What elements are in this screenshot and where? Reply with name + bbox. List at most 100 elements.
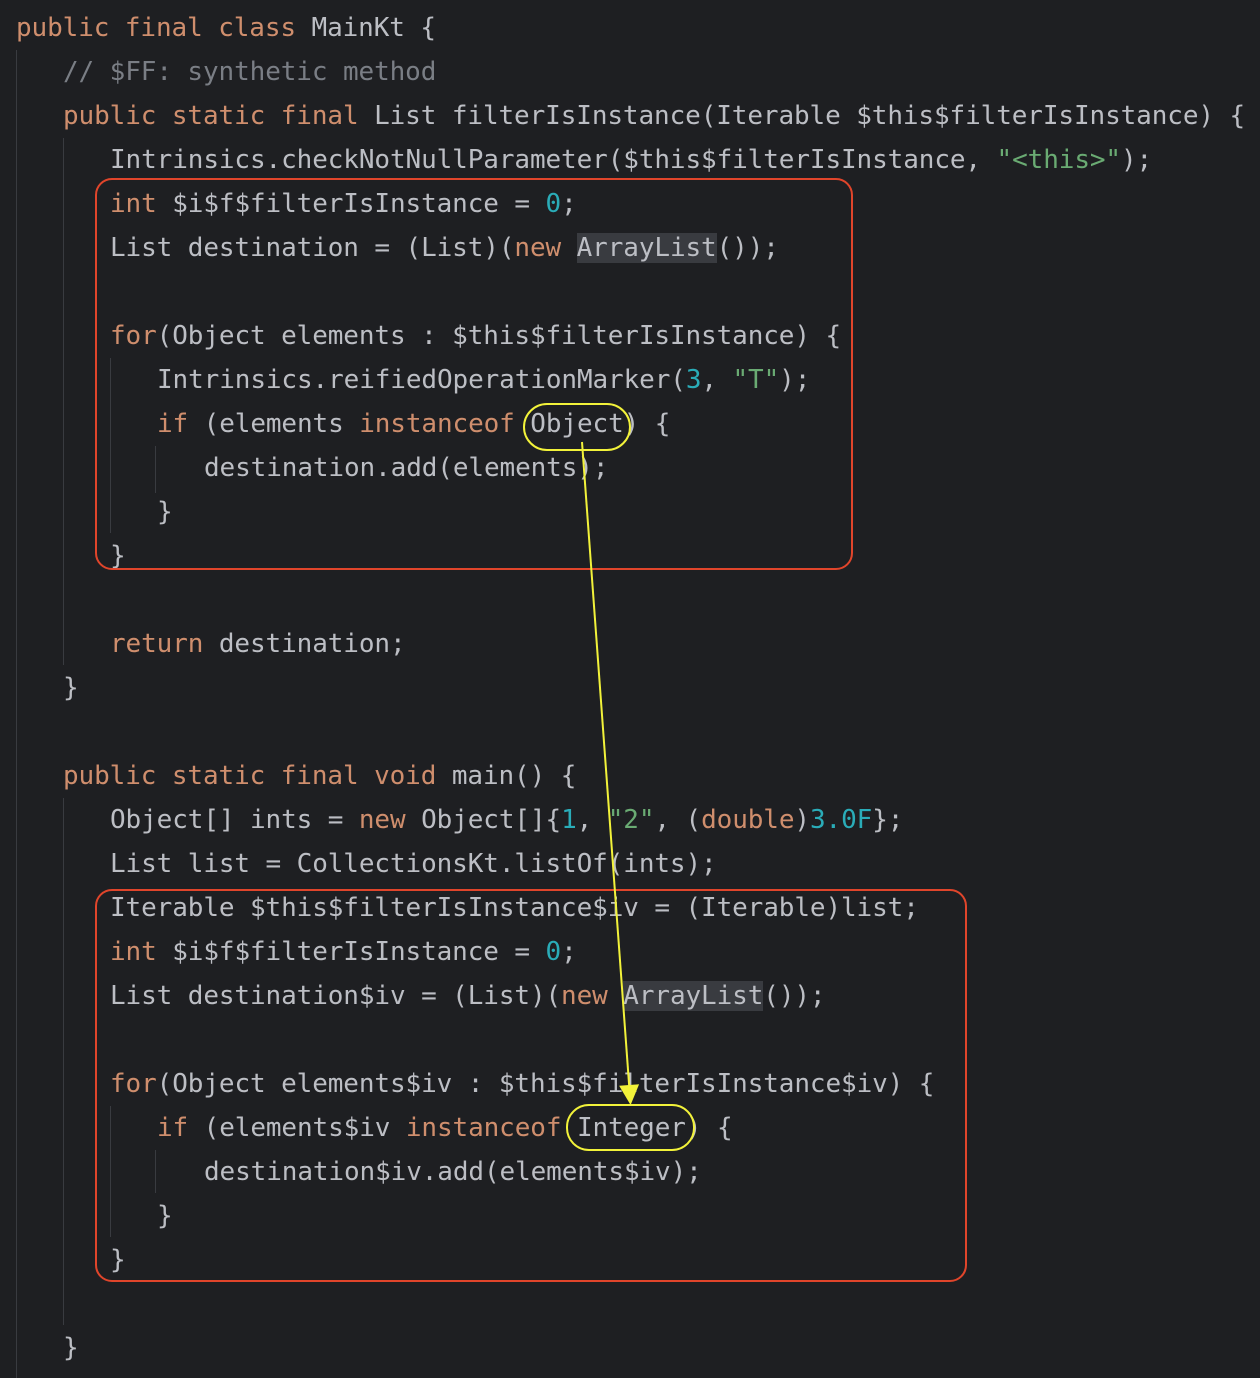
code-token: if <box>157 1113 189 1143</box>
indent-guide <box>155 1150 156 1193</box>
code-token: Intrinsics.checkNotNullParameter($this$f… <box>110 145 997 175</box>
code-token: Object) { <box>514 409 671 439</box>
code-line[interactable]: for(Object elements$iv : $this$filterIsI… <box>110 1062 934 1106</box>
code-token: double <box>701 805 795 835</box>
code-token: main() { <box>436 761 577 791</box>
indent-guide <box>110 1106 111 1237</box>
code-token: , <box>576 805 608 835</box>
code-token: instanceof <box>405 1113 562 1143</box>
code-line[interactable]: Intrinsics.checkNotNullParameter($this$f… <box>110 138 1152 182</box>
code-line[interactable]: public static final List filterIsInstanc… <box>63 94 1245 138</box>
code-token: ()); <box>716 233 779 263</box>
code-token: "T" <box>732 365 780 395</box>
code-token: List destination$iv = (List)( <box>110 981 562 1011</box>
code-token <box>608 981 624 1011</box>
code-line[interactable]: destination.add(elements); <box>204 446 608 490</box>
code-token: public static final void <box>63 761 437 791</box>
code-line[interactable]: Intrinsics.reifiedOperationMarker(3, "T"… <box>157 358 810 402</box>
code-token: (elements <box>188 409 360 439</box>
code-token: } <box>110 1245 126 1275</box>
code-token: $i$f$filterIsInstance = <box>156 937 546 967</box>
code-token: public static final <box>63 101 359 131</box>
code-token: ) <box>794 805 810 835</box>
code-token: Integer) { <box>561 1113 733 1143</box>
code-token: Intrinsics.reifiedOperationMarker( <box>157 365 686 395</box>
code-token: , ( <box>654 805 702 835</box>
code-token: for <box>110 321 157 351</box>
code-token: ; <box>561 189 577 219</box>
code-token: ; <box>561 937 577 967</box>
code-line[interactable]: // $FF: synthetic method <box>63 50 436 94</box>
code-token: new <box>358 805 406 835</box>
code-token: ArrayList <box>623 981 764 1011</box>
code-token: , <box>701 365 733 395</box>
code-token: }; <box>872 805 904 835</box>
code-line[interactable]: int $i$f$filterIsInstance = 0; <box>110 182 577 226</box>
code-line[interactable]: if (elements$iv instanceof Integer) { <box>157 1106 733 1150</box>
code-line[interactable]: public final class MainKt { <box>16 6 436 50</box>
code-token: destination$iv.add(elements$iv); <box>204 1157 702 1187</box>
indent-guide <box>155 446 156 493</box>
code-token: 0 <box>545 937 562 967</box>
code-token <box>561 233 577 263</box>
code-token: } <box>157 497 173 527</box>
code-token: 1 <box>561 805 577 835</box>
code-token: new <box>514 233 562 263</box>
code-token: instanceof <box>359 409 515 439</box>
code-token: MainKt { <box>295 13 437 43</box>
code-token: "2" <box>607 805 655 835</box>
code-token: Iterable $this$filterIsInstance$iv = (It… <box>110 893 919 923</box>
code-line[interactable]: destination$iv.add(elements$iv); <box>204 1150 702 1194</box>
code-token: ); <box>779 365 811 395</box>
code-line[interactable]: if (elements instanceof Object) { <box>157 402 670 446</box>
code-token: $i$f$filterIsInstance = <box>156 189 546 219</box>
code-token: } <box>63 673 79 703</box>
code-token: List list = CollectionsKt.listOf(ints); <box>110 849 717 879</box>
code-line[interactable]: } <box>63 666 79 710</box>
code-line[interactable]: } <box>110 1238 126 1282</box>
code-line[interactable]: } <box>157 1194 173 1238</box>
code-line[interactable]: public static final void main() { <box>63 754 576 798</box>
code-line[interactable]: } <box>110 534 126 578</box>
code-token: if <box>157 409 189 439</box>
code-token: } <box>63 1333 79 1363</box>
indent-guide <box>63 798 64 1325</box>
code-token: return <box>110 629 204 659</box>
code-line[interactable]: for(Object elements : $this$filterIsInst… <box>110 314 841 358</box>
code-token: destination; <box>203 629 406 659</box>
code-token: List destination = (List)( <box>110 233 515 263</box>
code-token: Object[]{ <box>405 805 562 835</box>
indent-guide <box>16 50 17 1378</box>
code-line[interactable]: List list = CollectionsKt.listOf(ints); <box>110 842 717 886</box>
code-token: } <box>157 1201 173 1231</box>
code-token: // $FF: synthetic method <box>63 57 437 87</box>
code-token: 3 <box>685 365 702 395</box>
code-token: new <box>561 981 608 1011</box>
indent-guide <box>63 138 64 665</box>
code-line[interactable]: } <box>157 490 173 534</box>
code-line[interactable]: List destination$iv = (List)(new ArrayLi… <box>110 974 826 1018</box>
code-token: } <box>110 541 126 571</box>
code-token: (elements$iv <box>188 1113 406 1143</box>
code-token: for <box>110 1069 157 1099</box>
code-line[interactable]: Iterable $this$filterIsInstance$iv = (It… <box>110 886 919 930</box>
code-token: destination.add(elements); <box>204 453 609 483</box>
code-token: 0 <box>545 189 562 219</box>
code-token: 3.0F <box>809 805 873 835</box>
code-token: List filterIsInstance(Iterable $this$fil… <box>358 101 1246 131</box>
code-line[interactable]: int $i$f$filterIsInstance = 0; <box>110 930 577 974</box>
code-token: int <box>110 189 157 219</box>
code-line[interactable]: return destination; <box>110 622 406 666</box>
code-token: (Object elements$iv : $this$filterIsInst… <box>156 1069 935 1099</box>
code-token: int <box>110 937 157 967</box>
code-token: public final class <box>16 13 296 43</box>
code-line[interactable]: Object[] ints = new Object[]{1, "2", (do… <box>110 798 903 842</box>
code-line[interactable]: List destination = (List)(new ArrayList(… <box>110 226 779 270</box>
code-token: "<this>" <box>996 145 1122 175</box>
code-token: ArrayList <box>576 233 717 263</box>
code-token: ); <box>1120 145 1153 175</box>
code-line[interactable]: } <box>63 1326 79 1370</box>
code-token: ()); <box>763 981 826 1011</box>
code-token: Object[] ints = <box>110 805 359 835</box>
